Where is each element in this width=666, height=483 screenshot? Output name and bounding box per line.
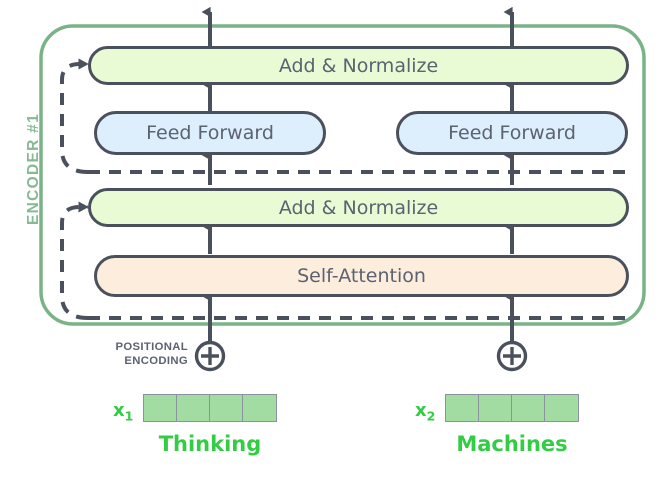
feed-forward-label-left: Feed Forward <box>146 122 274 144</box>
encoder-block-label: ENCODER #1 <box>25 112 42 226</box>
word-label-machines: Machines <box>456 432 568 456</box>
vector-subscript-x1: 1 <box>124 408 134 424</box>
positional-encoding-label: POSITIONAL ENCODING <box>95 341 188 368</box>
embedding-cell <box>545 395 578 421</box>
add-normalize-label-top: Add & Normalize <box>278 54 439 77</box>
word-label-thinking: Thinking <box>158 432 262 456</box>
embedding-cell <box>446 395 479 421</box>
self-attention-label: Self-Attention <box>297 265 426 287</box>
vector-symbol-x1: x <box>113 400 125 421</box>
circle-plus-icon-right <box>496 340 528 372</box>
positional-encoding-label-line2: ENCODING <box>124 354 188 367</box>
vector-label-x2: x2 <box>415 400 435 424</box>
add-normalize-label-middle: Add & Normalize <box>278 196 439 219</box>
embedding-vector-x1 <box>143 394 277 422</box>
feed-forward-box-left[interactable]: Feed Forward <box>94 111 326 155</box>
vector-subscript-x2: 2 <box>426 408 436 424</box>
vector-symbol-x2: x <box>415 400 427 421</box>
embedding-cell <box>479 395 512 421</box>
positional-encoding-label-line1: POSITIONAL <box>115 341 188 353</box>
residual-connection-lower <box>60 201 89 320</box>
embedding-cell <box>210 395 243 421</box>
circle-plus-icon-left <box>194 340 226 372</box>
vector-label-x1: x1 <box>113 400 133 424</box>
embedding-vector-x2 <box>445 394 579 422</box>
feed-forward-label-right: Feed Forward <box>448 122 576 144</box>
embedding-cell <box>144 395 177 421</box>
residual-connection-upper <box>60 58 89 174</box>
embedding-cell <box>243 395 276 421</box>
embedding-cell <box>512 395 545 421</box>
encoder-container-outline <box>39 24 646 326</box>
feed-forward-box-right[interactable]: Feed Forward <box>396 111 628 155</box>
self-attention-box[interactable]: Self-Attention <box>94 255 629 297</box>
add-normalize-box-top[interactable]: Add & Normalize <box>88 46 629 85</box>
add-normalize-box-middle[interactable]: Add & Normalize <box>88 188 629 227</box>
embedding-cell <box>177 395 210 421</box>
